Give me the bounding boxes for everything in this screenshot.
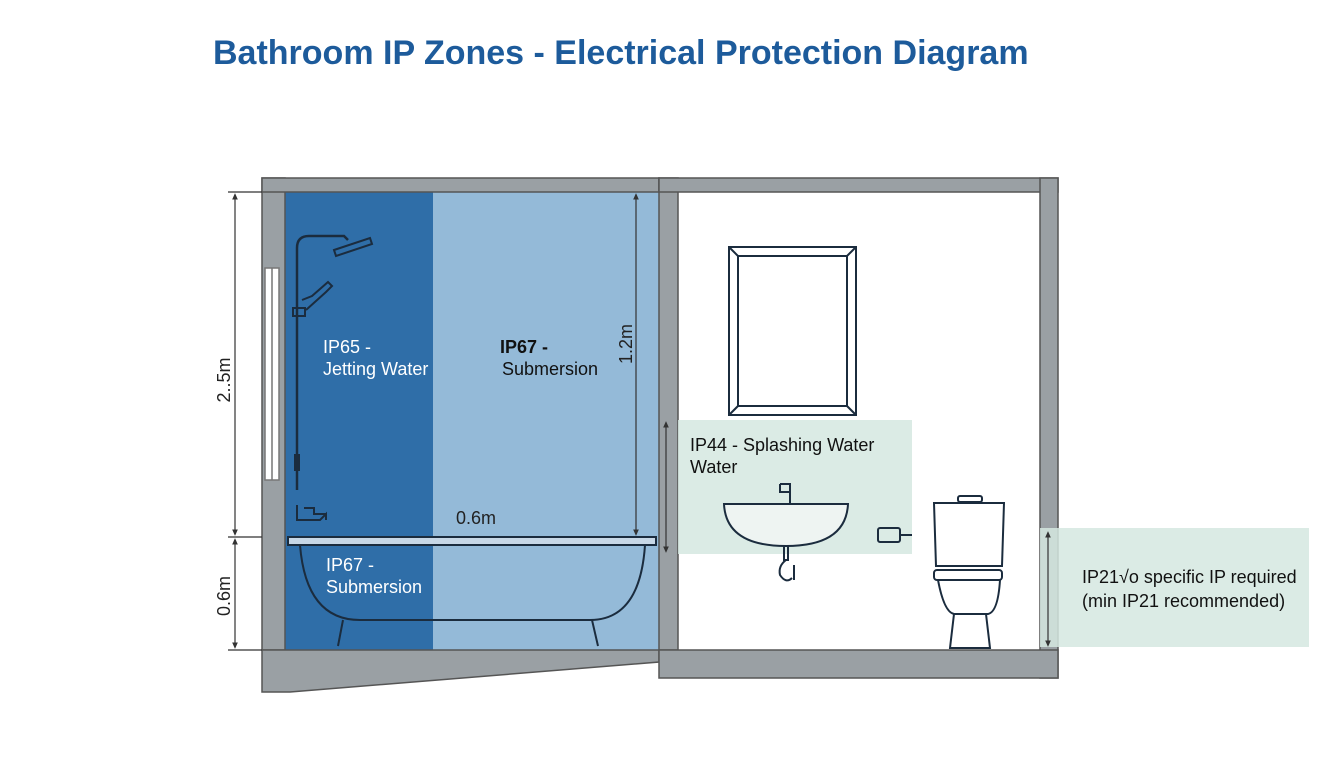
- ceiling-left: [261, 177, 660, 193]
- zone2-label-line2: Jetting Water: [323, 359, 428, 379]
- floor-right: [658, 649, 1059, 679]
- dim-bath-height-label: 0.6m: [214, 576, 234, 616]
- zone-outside-area: [1040, 528, 1309, 647]
- zone3-label-line2: Water: [690, 457, 737, 477]
- sink: [722, 483, 850, 582]
- ceiling-right: [658, 177, 1059, 193]
- outside-zone-label-line2: (min IP21 recommended): [1082, 591, 1285, 611]
- mirror: [728, 246, 857, 416]
- window: [264, 267, 280, 481]
- zone1-label-line2: Submersion: [502, 359, 598, 379]
- bathtub: [287, 536, 657, 647]
- outside-zone-label-line1: IP21√o specific IP required: [1082, 567, 1297, 587]
- zone0-label-line1: IP67 -: [326, 555, 374, 575]
- zone1-label-line1: IP67 -: [500, 337, 548, 357]
- zone0-label-line2: Submersion: [326, 577, 422, 597]
- zone-dark-area: [285, 192, 433, 650]
- shower-fixture: [292, 234, 374, 521]
- dim-zone2-height-label: 1.2m: [616, 324, 636, 364]
- floor-left: [261, 649, 660, 693]
- dim-total-height-label: 2..5m: [214, 357, 234, 402]
- toilet: [932, 495, 1006, 649]
- zone2-label-line1: IP65 -: [323, 337, 371, 357]
- walls: [261, 177, 1059, 693]
- diagram-title: Bathroom IP Zones - Electrical Protectio…: [213, 34, 1029, 72]
- zone3-label-line1: IP44 - Splashing Water: [690, 435, 874, 455]
- toilet-roll-holder: [877, 527, 912, 543]
- dim-zone2-width-label: 0.6m: [456, 508, 496, 528]
- partition-wall: [658, 177, 679, 651]
- zone-light-area: [433, 192, 659, 650]
- dimension-lines: [228, 191, 1051, 651]
